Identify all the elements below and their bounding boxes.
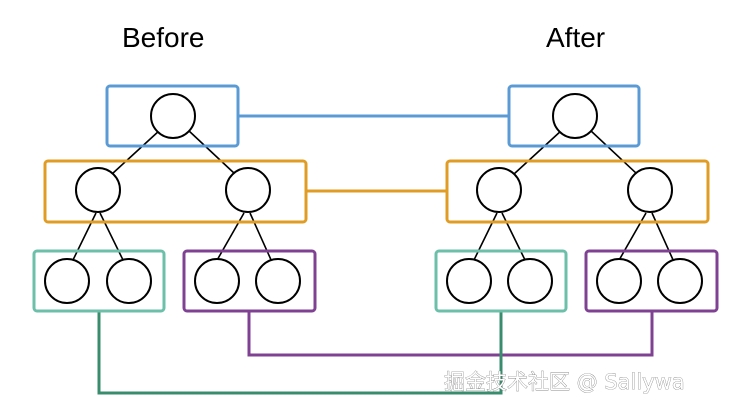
after-edge-l2a-l3b [501, 212, 527, 263]
after-level-1-box [507, 84, 641, 148]
right-subtree-connector [247, 311, 654, 357]
after-level-3-node-2 [507, 258, 553, 304]
after-tree [434, 84, 719, 313]
left-subtree-connector [97, 311, 503, 395]
before-level-2-node-left [75, 167, 121, 213]
before-root-node [150, 93, 196, 139]
after-edge-l2a-l3a [472, 212, 498, 263]
before-level-2-node-right [225, 167, 271, 213]
before-left-subtree-box [32, 249, 166, 313]
after-left-subtree-box [434, 249, 568, 313]
after-edge-l2b-l3c [617, 212, 647, 263]
before-right-subtree-box [182, 249, 317, 313]
after-level-3-node-1 [446, 258, 492, 304]
before-level-3-node-1 [44, 258, 90, 304]
before-level-3-node-3 [194, 258, 240, 304]
after-right-subtree-box [584, 249, 719, 313]
after-level-2-node-left [476, 167, 522, 213]
before-edge-l2b-l3c [215, 212, 245, 263]
before-level-3-node-2 [106, 258, 152, 304]
before-level-3-node-4 [255, 258, 301, 304]
before-edge-l2a-l3b [99, 212, 125, 263]
after-edge-root-left [513, 129, 563, 175]
after-level-3-node-3 [596, 258, 642, 304]
before-level-2-box [43, 159, 308, 224]
after-edge-root-right [589, 129, 638, 175]
after-edge-l2b-l3d [651, 212, 675, 263]
after-level-3-node-4 [657, 258, 703, 304]
before-edge-l2a-l3a [71, 212, 97, 263]
after-level-2-box [445, 159, 710, 224]
after-level-2-node-right [627, 167, 673, 213]
before-edge-root-right [187, 129, 236, 175]
before-title: Before [122, 22, 205, 53]
after-title: After [546, 22, 605, 53]
watermark-text: 掘金技术社区 @ Sallywa [444, 370, 685, 394]
after-root-node [552, 93, 598, 139]
before-level-1-box [105, 84, 240, 148]
before-tree [32, 84, 317, 313]
before-edge-l2b-l3d [249, 212, 273, 263]
before-edge-root-left [111, 129, 161, 175]
